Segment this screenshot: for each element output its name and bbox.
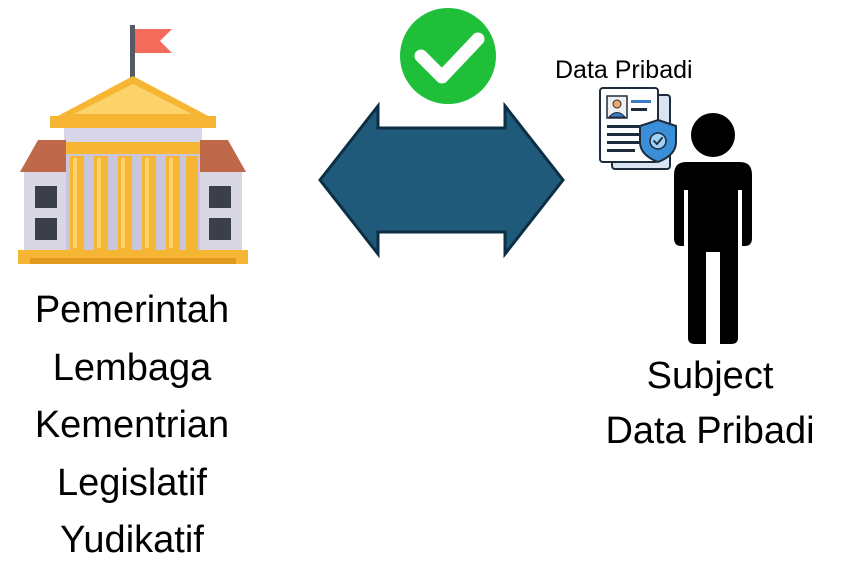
personal-data-document-icon [599, 87, 677, 170]
subject-label-line-2: Data Pribadi [605, 410, 815, 452]
entity-label-yudikatif: Yudikatif [60, 519, 204, 561]
entity-label-legislatif: Legislatif [57, 461, 207, 504]
entity-label-kementrian: Kementrian [34, 404, 230, 446]
entity-label-pemerintah: Pemerintah [34, 289, 230, 331]
subject-label-line-1: Subject [646, 355, 774, 397]
government-entity-labels: Pemerintah Lembaga Kementrian Legislatif… [0, 282, 264, 570]
check-circle-icon [400, 8, 496, 104]
subject-label: Subject Data Pribadi [574, 349, 846, 459]
entity-label-lembaga: Lembaga [52, 346, 212, 389]
diagram-canvas [18, 8, 752, 344]
government-building-icon [18, 25, 248, 264]
double-arrow-icon [318, 101, 565, 259]
document-caption: Data Pribadi [555, 56, 693, 84]
person-silhouette-icon [674, 113, 752, 344]
